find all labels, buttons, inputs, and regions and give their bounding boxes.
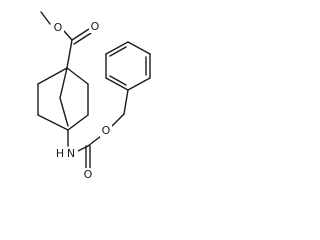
bond-top-bridgehead-right	[66, 67, 89, 85]
bond-carbonyl-to-bridgehead	[66, 39, 73, 69]
amide-hydrogen-label: H	[56, 147, 64, 160]
bond-right-to-bottom-bridgehead	[67, 114, 89, 131]
bond-oxygen-carbonyl-carbon	[63, 30, 73, 41]
bond-top-bridgehead-middle	[59, 67, 68, 99]
bond-ring-4	[105, 41, 129, 55]
carbamate-carbonyl-oxygen-label: O	[84, 168, 93, 181]
bond-ring-inner-2	[109, 46, 127, 57]
bond-carbamate-carbon-to-oxygen	[87, 135, 102, 147]
bond-ring-6	[105, 77, 129, 91]
carbamate-carbonyl-oxygen-bg	[82, 168, 94, 181]
carbamate-ether-oxygen-label: O	[102, 124, 111, 137]
bond-ring-3	[127, 41, 151, 55]
nitrogen-bg	[54, 147, 78, 160]
bond-ch2-to-ring	[123, 89, 129, 115]
ester-ether-oxygen-label: O	[54, 21, 63, 34]
ester-carbonyl-oxygen-bg	[89, 20, 101, 33]
bond-methyl-oxygen	[40, 11, 51, 25]
chemical-structure-diagram: O O H N O O	[37, 11, 151, 181]
amide-nitrogen-label: N	[67, 147, 75, 160]
bond-ring-1	[127, 77, 151, 91]
bond-top-bridgehead-left	[37, 67, 68, 85]
bond-oxygen-to-ch2	[111, 113, 125, 127]
bond-ring-inner-3	[109, 75, 127, 86]
ester-ether-oxygen-bg	[52, 21, 64, 34]
bond-middle-bridge	[59, 97, 69, 127]
bond-carbonyl-double-2	[73, 32, 92, 45]
bond-left-to-bottom-bridgehead	[37, 114, 69, 131]
ester-carbonyl-oxygen-label: O	[91, 20, 100, 33]
carbamate-ether-oxygen-bg	[100, 124, 112, 137]
bond-carbonyl-double-1	[71, 28, 90, 41]
